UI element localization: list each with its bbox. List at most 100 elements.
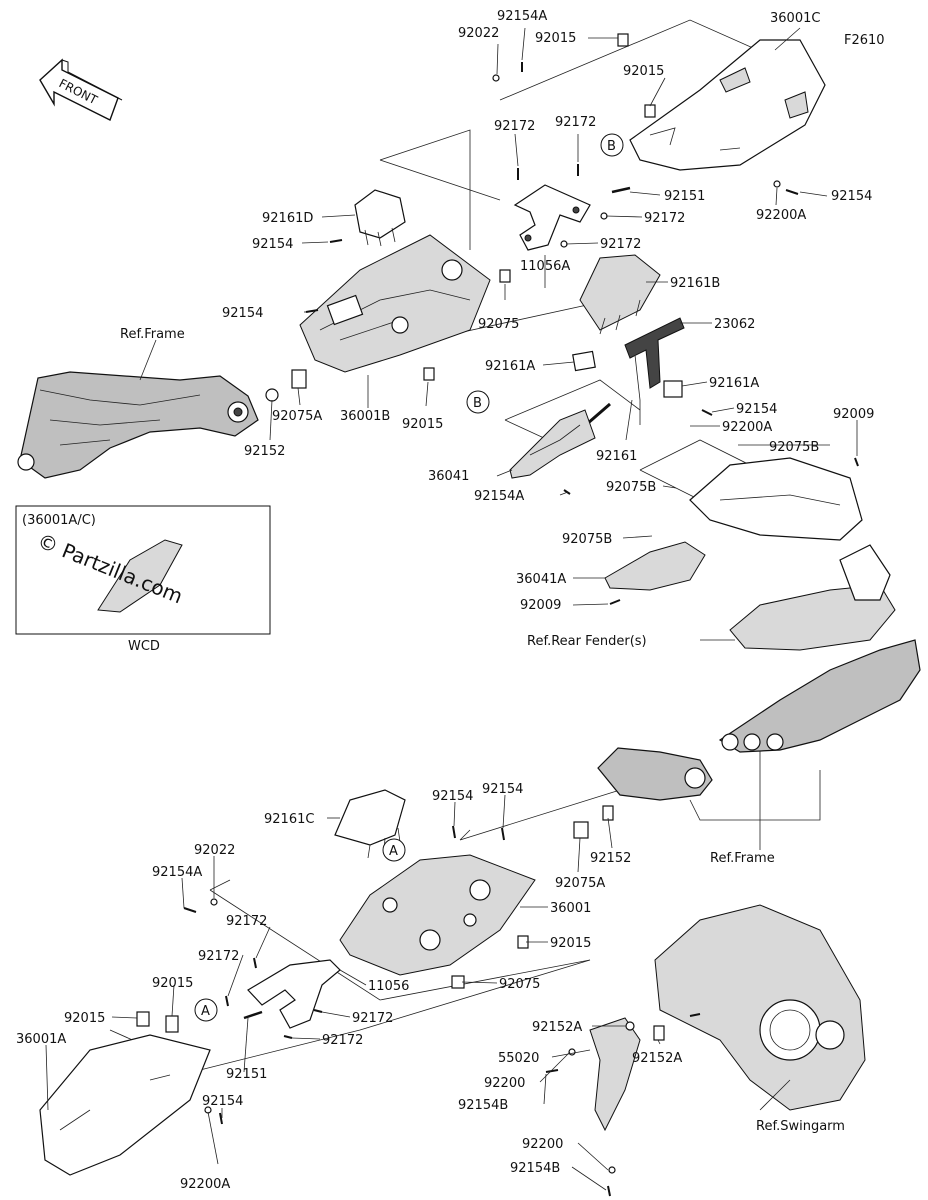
ref-swingarm: Ref.Swingarm	[756, 1119, 845, 1134]
bracket-23062-illustration	[624, 317, 685, 425]
label-92172-g: 92172	[352, 1011, 393, 1026]
swingarm-illustration	[654, 904, 866, 1111]
label-55020: 55020	[498, 1051, 539, 1066]
callout-a-mid: A	[382, 838, 406, 862]
label-92152-top: 92152	[244, 444, 285, 459]
tail-cowl-36001b-illustration	[299, 234, 491, 373]
label-11056a: 11056A	[520, 259, 570, 274]
seat-cowl-36001-illustration	[339, 854, 536, 976]
label-92172-h: 92172	[322, 1033, 363, 1048]
label-92172-f: 92172	[198, 949, 239, 964]
fender-upper-illustration	[689, 457, 863, 541]
callout-b-mid-letter: B	[473, 396, 482, 411]
label-92172-c: 92172	[644, 211, 685, 226]
label-92161b: 92161B	[670, 276, 720, 291]
ref-rear-fender: Ref.Rear Fender(s)	[527, 634, 647, 649]
label-92015-mid: 92015	[402, 417, 443, 432]
guard-55020-illustration	[589, 1017, 641, 1132]
label-92151-low: 92151	[226, 1067, 267, 1082]
label-92172-e: 92172	[226, 914, 267, 929]
label-92172-d: 92172	[600, 237, 641, 252]
frame-rear-right-illustration	[718, 639, 921, 753]
frame-upper-illustration	[17, 371, 259, 479]
label-92154a-top: 92154A	[497, 9, 547, 24]
ref-frame-upper: Ref.Frame	[120, 327, 185, 342]
cover-36041-illustration	[509, 409, 596, 479]
frame-lower-center-illustration	[597, 747, 713, 801]
label-92161a-right: 92161A	[709, 376, 759, 391]
label-92154-left-1: 92154	[252, 237, 293, 252]
label-92009-top: 92009	[833, 407, 874, 422]
label-92154-center-1: 92154	[432, 789, 473, 804]
label-92154-mid: 92154	[736, 402, 777, 417]
label-92075a-top: 92075A	[272, 409, 322, 424]
label-92075a-low: 92075A	[555, 876, 605, 891]
label-92154-low: 92154	[202, 1094, 243, 1109]
label-92152a-2: 92152A	[632, 1051, 682, 1066]
label-92161c: 92161C	[264, 812, 314, 827]
ref-frame-lower: Ref.Frame	[710, 851, 775, 866]
label-92200-2: 92200	[522, 1137, 563, 1152]
label-92172-b: 92172	[555, 115, 596, 130]
label-11056: 11056	[368, 979, 409, 994]
label-92075-top: 92075	[478, 317, 519, 332]
label-92075b-2: 92075B	[606, 480, 656, 495]
callout-b-top-letter: B	[607, 139, 616, 154]
label-23062: 23062	[714, 317, 755, 332]
inset-top-label: (36001A/C)	[22, 513, 96, 528]
label-36001c: 36001C	[770, 11, 820, 26]
label-92154b-2: 92154B	[510, 1161, 560, 1176]
label-92152-mid: 92152	[590, 851, 631, 866]
label-36001b: 36001B	[340, 409, 390, 424]
label-92161: 92161	[596, 449, 637, 464]
part-labels: 92154A 92022 92015 36001C 92015 92172 92…	[16, 9, 874, 1192]
front-arrow-icon: FRONT	[39, 58, 123, 121]
label-92154-left-2: 92154	[222, 306, 263, 321]
label-92200a-low: 92200A	[180, 1177, 230, 1192]
inset-box: (36001A/C) WCD © Partzilla.com	[15, 505, 271, 654]
label-92022-low: 92022	[194, 843, 235, 858]
label-92015-left-2: 92015	[64, 1011, 105, 1026]
label-92075-low: 92075	[499, 977, 540, 992]
label-92154-center-2: 92154	[482, 782, 523, 797]
label-92154a-low: 92154A	[152, 865, 202, 880]
cover-36041a-illustration	[604, 541, 706, 591]
callout-a-low: A	[194, 998, 218, 1022]
fender-lower-illustration	[729, 544, 896, 651]
callout-b-top: B	[600, 133, 624, 157]
inset-bottom-label: WCD	[128, 639, 160, 654]
bracket-11056a-illustration	[513, 184, 591, 251]
label-36001a: 36001A	[16, 1032, 66, 1047]
label-92015-left-1: 92015	[152, 976, 193, 991]
figure-id: F2610	[844, 33, 885, 48]
label-92009-low: 92009	[520, 598, 561, 613]
label-92161a-left: 92161A	[485, 359, 535, 374]
callout-a-mid-letter: A	[389, 844, 398, 859]
label-36041: 36041	[428, 469, 469, 484]
label-92154b-1: 92154B	[458, 1098, 508, 1113]
label-92022-top: 92022	[458, 26, 499, 41]
pad-92161a-right	[663, 380, 683, 398]
inset-cover-illustration	[97, 539, 183, 613]
label-92154-top-right: 92154	[831, 189, 872, 204]
label-92015-upper: 92015	[623, 64, 664, 79]
label-92075b-1: 92075B	[769, 440, 819, 455]
tail-light-92161b-illustration	[579, 254, 661, 335]
label-92200a-mid: 92200A	[722, 420, 772, 435]
cover-36001c-illustration	[629, 39, 826, 171]
label-92154a-mid: 92154A	[474, 489, 524, 504]
lens-92161d-illustration	[354, 189, 406, 247]
label-92015-low-right: 92015	[550, 936, 591, 951]
bracket-11056-illustration	[247, 959, 341, 1029]
label-92161d: 92161D	[262, 211, 313, 226]
callout-a-low-letter: A	[201, 1004, 210, 1019]
callout-b-mid: B	[466, 390, 490, 414]
label-36041a: 36041A	[516, 572, 566, 587]
label-36001: 36001	[550, 901, 591, 916]
label-92172-a: 92172	[494, 119, 535, 134]
label-92200a-top: 92200A	[756, 208, 806, 223]
leader-lines	[45, 27, 858, 1191]
label-92015-top: 92015	[535, 31, 576, 46]
